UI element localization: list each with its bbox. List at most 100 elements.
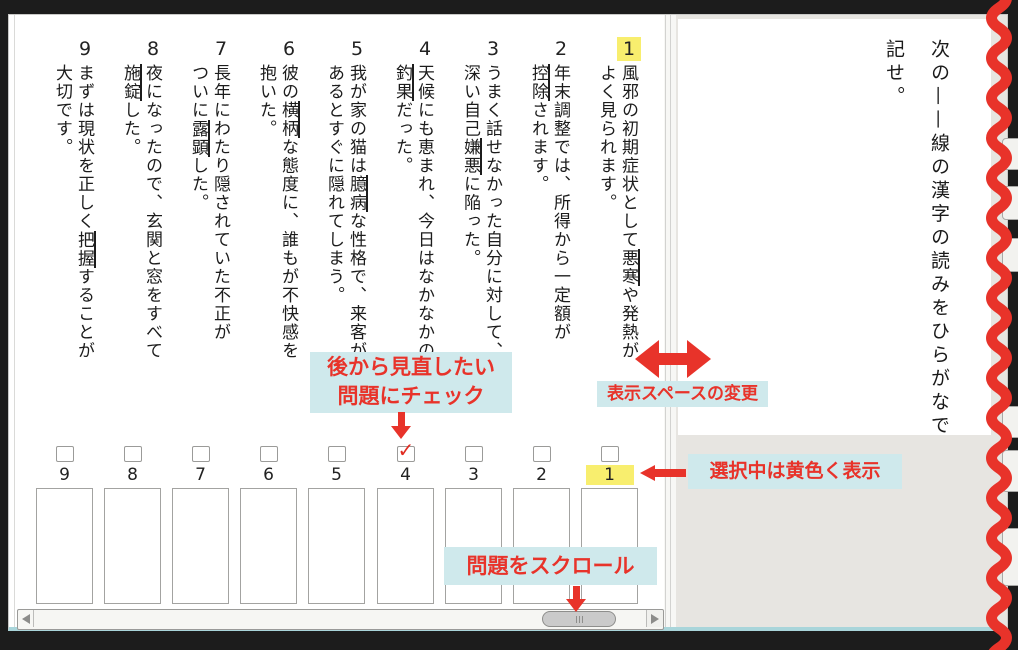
question-8[interactable]: 8 夜になったので、玄関と窓をすべて 施錠した。: [101, 37, 165, 409]
scroll-right-button[interactable]: [646, 610, 663, 627]
slot-number[interactable]: 3: [468, 465, 479, 485]
text-pre: 我が家の猫は: [346, 64, 366, 175]
question-9[interactable]: 9 まずは現状を正しく把握することが 大切です。: [33, 37, 97, 409]
note-selected-yellow: 選択中は黄色く表示: [688, 454, 902, 489]
question-6[interactable]: 6 彼の横柄な態度に、誰もが不快感を 抱いた。: [237, 37, 301, 409]
left-arrow-icon: [640, 465, 655, 481]
slot-number[interactable]: 7: [195, 465, 206, 485]
question-number: 6: [282, 38, 296, 60]
question-text: 天候にも恵まれ、今日はなかなかの 釣果だった。: [391, 64, 435, 404]
splitter-line: [670, 15, 671, 627]
arrow-tip: [635, 340, 659, 378]
question-number: 9: [78, 38, 92, 60]
slot-number[interactable]: 2: [536, 465, 547, 485]
answer-slot-8: 8: [104, 446, 161, 608]
panel-splitter[interactable]: [664, 15, 676, 627]
question-text: 年末調整では、所得から一定額が 控除されます。: [527, 64, 571, 404]
right-arrow-icon: [651, 613, 659, 624]
text-pre: 夜になったので、玄関と窓をすべて: [142, 64, 162, 360]
question-number: 5: [350, 38, 364, 60]
question-number: 3: [486, 38, 500, 60]
down-arrow-icon: [566, 599, 586, 612]
text-post: な態度に、誰もが不快感を 抱いた。: [256, 64, 298, 360]
slot-number[interactable]: 4: [400, 465, 411, 485]
check-icon: ✓: [397, 438, 415, 462]
down-arrow-icon: [398, 412, 405, 427]
question-7[interactable]: 7 長年にわたり隠されていた不正が ついに露顕した。: [169, 37, 233, 409]
answer-box[interactable]: [581, 488, 638, 604]
text-pre: 彼の: [278, 64, 298, 101]
text-pre: 長年にわたり隠されていた不正が ついに: [188, 64, 230, 342]
answer-box[interactable]: [104, 488, 161, 604]
question-scrollbar[interactable]: [17, 609, 664, 630]
resize-arrow-icon: [635, 340, 711, 378]
answer-slot-5: 5: [308, 446, 365, 608]
question-5[interactable]: 5 我が家の猫は臆病な性格で、来客が あるとすぐに隠れてしまう。: [305, 37, 369, 409]
review-checkbox[interactable]: [191, 446, 210, 462]
answer-box[interactable]: [513, 488, 570, 604]
text-post: されます。: [528, 101, 548, 194]
text-post: した。: [120, 101, 140, 157]
marked-word: 臆病: [346, 175, 368, 212]
marked-word: 横柄: [278, 101, 300, 138]
review-checkbox[interactable]: [464, 446, 483, 462]
left-arrow-icon: [654, 469, 686, 477]
review-checkbox[interactable]: [55, 446, 74, 462]
question-1[interactable]: 1 風邪の初期症状として悪寒や発熱が よく見られます。: [577, 37, 641, 409]
answer-slot-9: 9: [36, 446, 93, 608]
question-text: 長年にわたり隠されていた不正が ついに露顕した。: [187, 64, 231, 404]
question-3[interactable]: 3 うまく話せなかった自分に対して、 深い自己嫌悪に陥った。: [441, 37, 505, 409]
slot-number[interactable]: 9: [59, 465, 70, 485]
text-post: や発熱が よく見られます。: [596, 64, 638, 360]
review-checkbox[interactable]: [259, 446, 278, 462]
note-review-check: 後から見直したい 問題にチェック: [310, 352, 512, 413]
question-number: 2: [554, 38, 568, 60]
marked-word: 嫌悪: [460, 138, 482, 175]
answer-box[interactable]: [445, 488, 502, 604]
question-text: 我が家の猫は臆病な性格で、来客が あるとすぐに隠れてしまう。: [323, 64, 368, 404]
slot-number[interactable]: 8: [127, 465, 138, 485]
answer-slot-6: 6: [240, 446, 297, 608]
slot-number-selected[interactable]: 1: [585, 465, 634, 485]
review-checkbox[interactable]: [327, 446, 346, 462]
marked-word: 悪寒: [618, 249, 640, 286]
answer-box[interactable]: [308, 488, 365, 604]
review-checkbox[interactable]: [532, 446, 551, 462]
note-scroll: 問題をスクロール: [444, 547, 657, 585]
thumb-grip-icon: [575, 615, 584, 623]
slot-number[interactable]: 5: [331, 465, 342, 485]
review-checkbox-checked[interactable]: ✓: [396, 438, 415, 462]
marked-word: 釣果: [392, 64, 414, 101]
question-number-selected: 1: [617, 37, 641, 61]
question-text: 彼の横柄な態度に、誰もが不快感を 抱いた。: [255, 64, 300, 404]
answer-box[interactable]: [36, 488, 93, 604]
question-text: うまく話せなかった自分に対して、 深い自己嫌悪に陥った。: [459, 64, 503, 404]
answer-box[interactable]: [172, 488, 229, 604]
scroll-left-button[interactable]: [18, 610, 34, 627]
down-arrow-icon: [391, 426, 411, 439]
marked-word: 把握: [74, 230, 96, 268]
arrow-bar: [656, 353, 690, 365]
text-pre: 天候にも恵まれ、今日はなかなかの: [414, 64, 434, 360]
review-checkbox[interactable]: [123, 446, 142, 462]
answer-slot-7: 7: [172, 446, 229, 608]
question-text: 風邪の初期症状として悪寒や発熱が よく見られます。: [595, 64, 640, 404]
question-4[interactable]: 4 天候にも恵まれ、今日はなかなかの 釣果だった。: [373, 37, 437, 409]
answer-box[interactable]: [240, 488, 297, 604]
text-post: した。: [188, 156, 208, 213]
marked-word: 施錠: [120, 64, 142, 101]
note-line: 後から見直したい: [327, 355, 495, 379]
instruction-text: 次の——線の漢字の読みをひらがなで 記せ。: [883, 39, 950, 439]
question-2[interactable]: 2 年末調整では、所得から一定額が 控除されます。: [509, 37, 573, 409]
slot-number[interactable]: 6: [263, 465, 274, 485]
answer-box[interactable]: [377, 488, 434, 604]
scrollbar-thumb[interactable]: [542, 611, 616, 627]
text-pre: まずは現状を正しく: [74, 64, 94, 231]
question-text: 夜になったので、玄関と窓をすべて 施錠した。: [119, 64, 163, 404]
review-checkbox[interactable]: [600, 446, 619, 462]
marked-word: 控除: [528, 64, 550, 101]
question-number: 7: [214, 38, 228, 60]
answer-slot-4: ✓ 4: [377, 438, 434, 608]
splitter-line: [665, 15, 666, 627]
